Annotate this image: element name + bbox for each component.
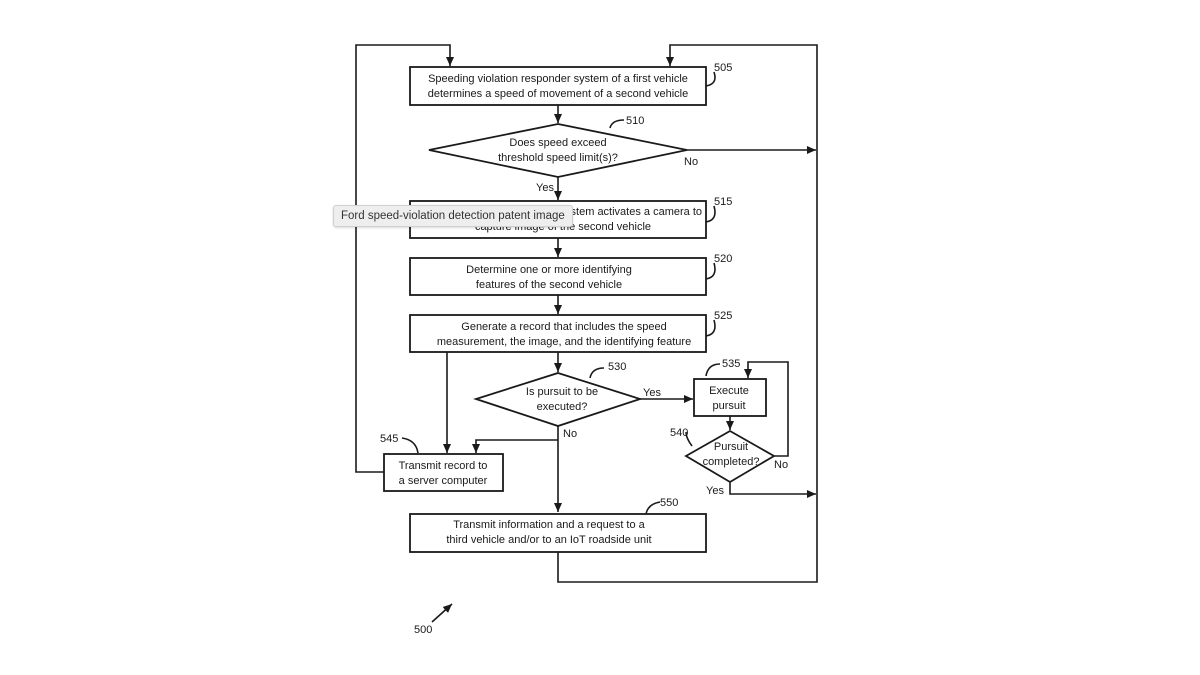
- step-535-box: [693, 378, 767, 417]
- step-515-ref: 515: [714, 196, 732, 208]
- step-535-line-2: pursuit: [712, 400, 745, 412]
- step-525: Generate a record that includes the spee…: [409, 310, 732, 353]
- step-525-line-1: Generate a record that includes the spee…: [461, 321, 666, 333]
- step-540-ref: 540: [670, 427, 688, 439]
- connector-540-no-loop: [744, 361, 789, 457]
- step-510-diamond: [428, 123, 688, 178]
- figure-ref-500: 500: [414, 624, 432, 636]
- step-505-line-1: Speeding violation responder system of a…: [428, 73, 688, 85]
- connector-545-loop-to-505: [355, 44, 454, 473]
- step-550: Transmit information and a request to a …: [409, 497, 707, 553]
- step-510-line-1: Does speed exceed: [509, 137, 606, 149]
- step-510: Does speed exceed threshold speed limit(…: [428, 115, 698, 194]
- step-530-line-2: executed?: [537, 401, 588, 413]
- connector-right-loop-to-505: [557, 44, 818, 583]
- step-525-box: [409, 314, 707, 353]
- reference-leaders: [401, 71, 721, 515]
- step-510-ref: 510: [626, 115, 644, 127]
- step-520: Determine one or more identifying featur…: [409, 253, 732, 296]
- image-tooltip: Ford speed-violation detection patent im…: [333, 205, 573, 227]
- connector-540-yes: [729, 482, 816, 498]
- step-545-line-1: Transmit record to: [399, 460, 488, 472]
- step-520-ref: 520: [714, 253, 732, 265]
- step-535-line-1: Execute: [709, 385, 749, 397]
- step-525-ref: 525: [714, 310, 732, 322]
- step-505: Speeding violation responder system of a…: [409, 62, 732, 106]
- connectors: [355, 44, 818, 623]
- step-535: Execute pursuit 535: [693, 358, 767, 417]
- step-530-yes-label: Yes: [643, 387, 661, 399]
- step-540: Pursuit completed? 540 No Yes: [670, 427, 788, 497]
- step-535-ref: 535: [722, 358, 740, 370]
- step-505-ref: 505: [714, 62, 732, 74]
- step-520-line-2: features of the second vehicle: [476, 279, 622, 291]
- step-510-yes-label: Yes: [536, 182, 554, 194]
- step-550-line-2: third vehicle and/or to an IoT roadside …: [446, 534, 651, 546]
- step-520-box: [409, 257, 707, 296]
- step-540-yes-label: Yes: [706, 485, 724, 497]
- step-525-line-2: measurement, the image, and the identify…: [437, 336, 691, 348]
- step-550-line-1: Transmit information and a request to a: [453, 519, 645, 531]
- step-550-ref: 550: [660, 497, 678, 509]
- step-510-line-2: threshold speed limit(s)?: [498, 152, 618, 164]
- step-550-box: [409, 513, 707, 553]
- step-530-ref: 530: [608, 361, 626, 373]
- step-530-diamond: [473, 372, 643, 427]
- step-540-line-1: Pursuit: [714, 441, 748, 453]
- step-545-box: [383, 453, 504, 492]
- step-530: Is pursuit to be executed? 530 Yes No: [473, 361, 661, 440]
- step-505-line-2: determines a speed of movement of a seco…: [428, 88, 688, 100]
- step-540-line-2: completed?: [703, 456, 760, 468]
- step-545: Transmit record to a server computer 545: [380, 433, 504, 492]
- step-540-no-label: No: [774, 459, 788, 471]
- step-510-no-label: No: [684, 156, 698, 168]
- step-520-line-1: Determine one or more identifying: [466, 264, 632, 276]
- connector-530-545: [472, 439, 558, 453]
- step-545-ref: 545: [380, 433, 398, 445]
- step-540-diamond: [684, 429, 776, 484]
- step-505-box: [409, 66, 707, 106]
- step-530-no-label: No: [563, 428, 577, 440]
- figure-pointer-arrow: [431, 603, 453, 623]
- step-530-line-1: Is pursuit to be: [526, 386, 598, 398]
- step-545-line-2: a server computer: [399, 475, 488, 487]
